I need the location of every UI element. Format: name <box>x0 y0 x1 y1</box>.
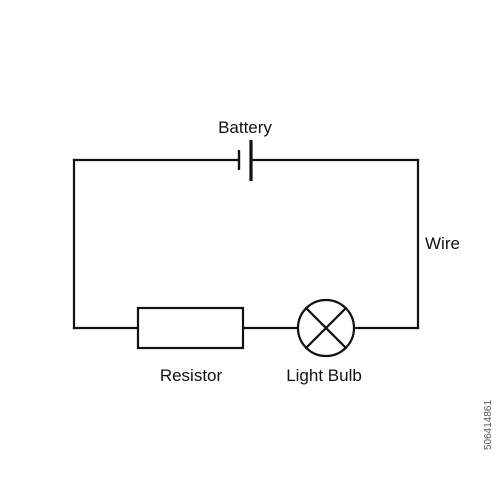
stock-id-text: 506414861 <box>483 400 494 450</box>
light-bulb-symbol <box>296 298 356 358</box>
resistor-label: Resistor <box>160 366 223 385</box>
bulb-cross-b <box>304 306 348 350</box>
battery-symbol <box>237 140 253 181</box>
battery-label: Battery <box>218 118 272 137</box>
light-bulb-label: Light Bulb <box>286 366 362 385</box>
resistor-symbol <box>136 306 245 350</box>
circuit-wires <box>72 158 420 330</box>
wire-label: Wire <box>425 234 460 253</box>
